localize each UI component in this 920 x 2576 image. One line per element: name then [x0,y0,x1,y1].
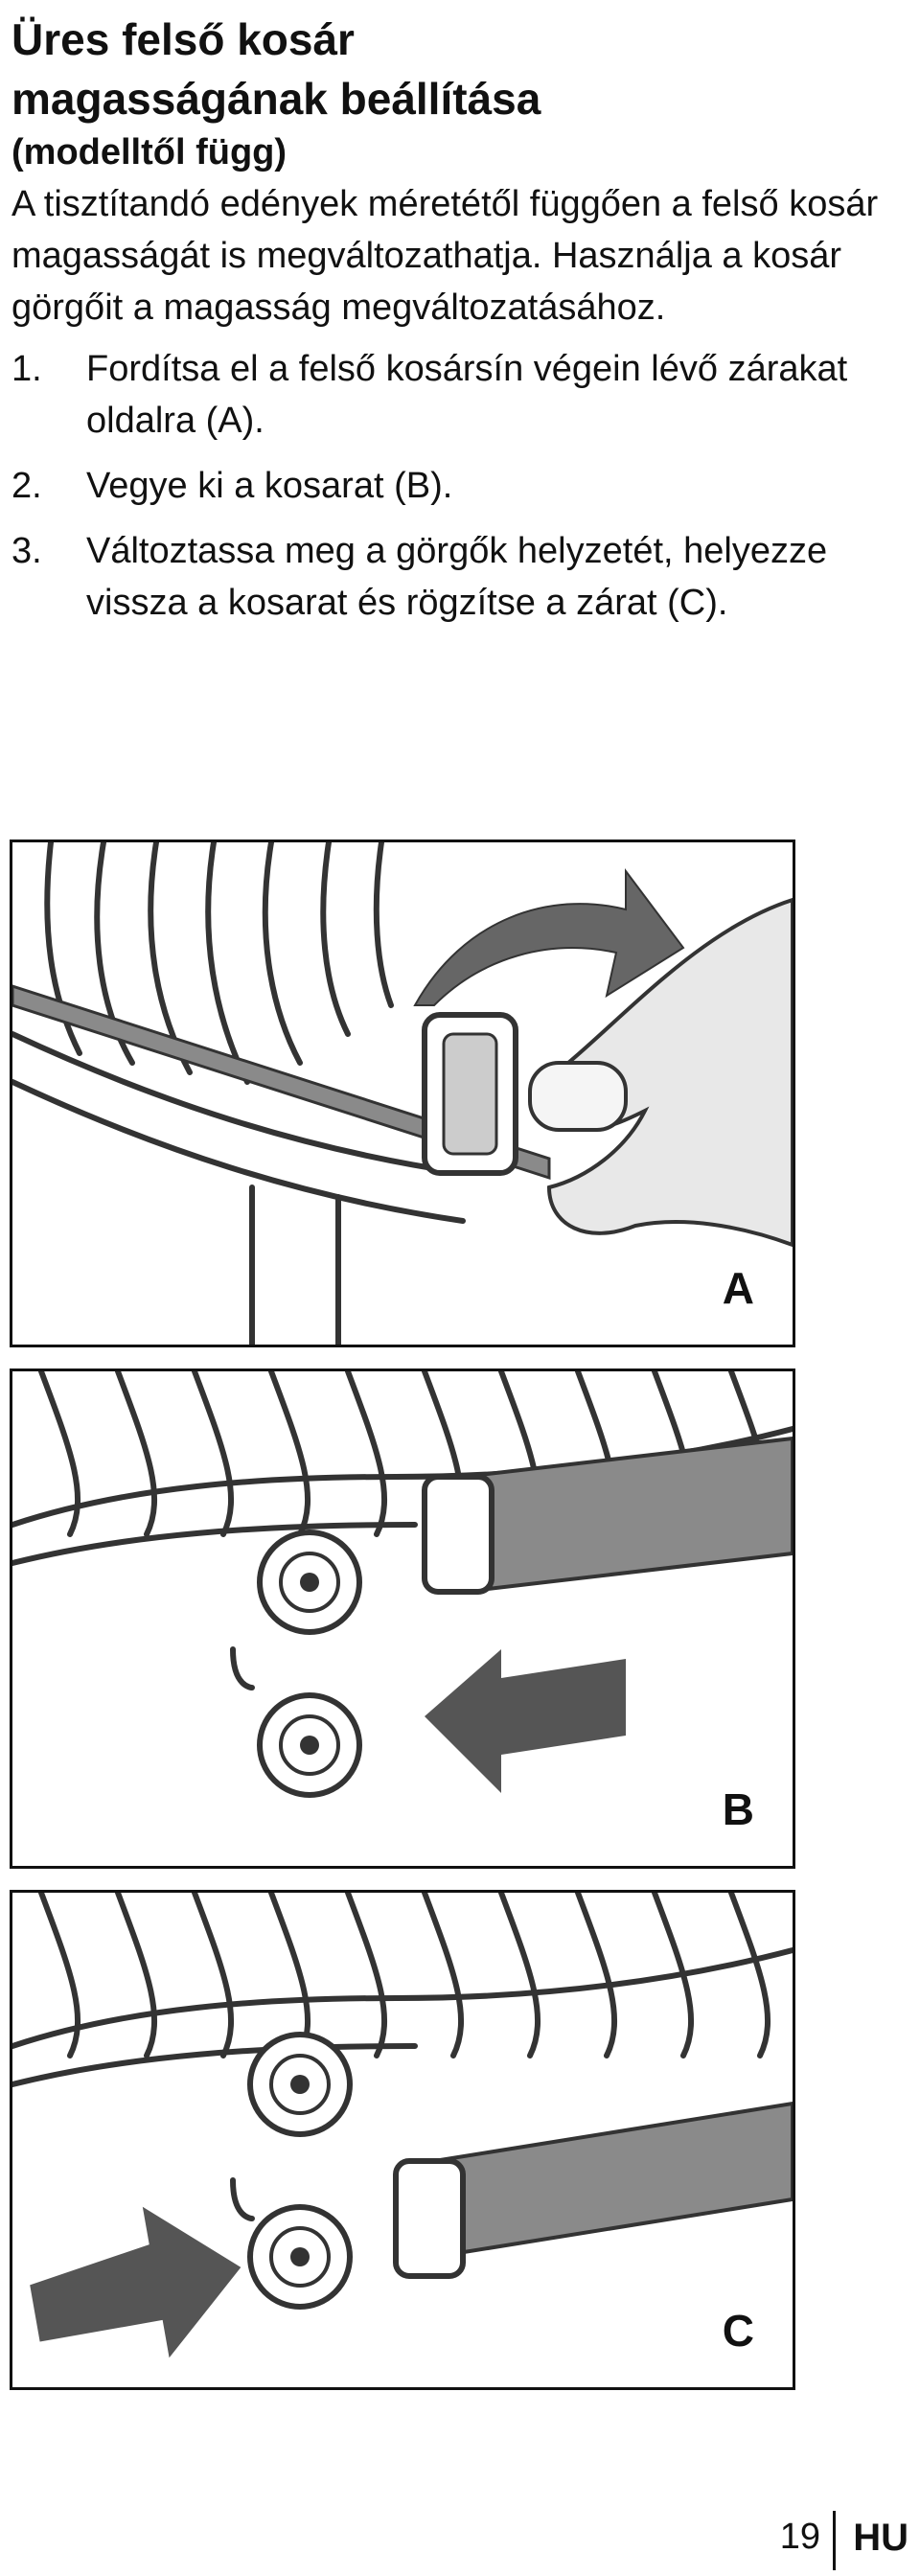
intro-paragraph: A tisztítandó edények méretétől függően … [12,184,879,328]
basket-reinsert-illustration [12,1893,793,2358]
step-2: 2. Vegye ki a kosarat (B). [12,460,912,512]
step-text: Vegye ki a kosarat (B). [86,466,453,506]
page-number: 19 [779,2517,820,2557]
figure-b: B [10,1368,795,1869]
footer-divider [833,2511,836,2570]
step-1: 1. Fordítsa el a felső kosársín végein l… [12,343,912,447]
step-number: 1. [12,349,42,389]
steps-list: 1. Fordítsa el a felső kosársín végein l… [12,343,912,629]
wheel-icon [247,2032,353,2137]
page-title: Üres felső kosár magasságának beállítása [12,10,912,128]
arrow-right-icon [30,2206,242,2358]
title-line-1: Üres felső kosár [12,14,355,64]
figure-a: A [10,840,795,1347]
instruction-text: Üres felső kosár magasságának beállítása… [12,10,912,642]
figure-label-c: C [722,2306,754,2356]
wheel-icon [257,1530,362,1635]
figure-label-b: B [722,1784,754,1834]
wheel-icon [257,1692,362,1798]
page-footer: 19 HU [728,2511,920,2570]
step-text: Fordítsa el a felső kosársín végein lévő… [86,349,848,441]
hand-unlock-illustration [12,842,793,1345]
basket-removal-illustration [12,1371,793,1798]
step-number: 2. [12,466,42,506]
step-3: 3. Változtassa meg a görgők helyzetét, h… [12,525,912,629]
language-code: HU [853,2517,908,2559]
arrow-left-icon [425,1649,626,1793]
figure-c: C [10,1890,795,2390]
figure-label-a: A [722,1263,754,1313]
wheel-icon [247,2204,353,2310]
model-note: (modelltől függ) [12,132,288,172]
step-number: 3. [12,531,42,571]
step-text: Változtassa meg a görgők helyzetét, hely… [86,531,828,623]
title-line-2: magasságának beállítása [12,74,541,124]
